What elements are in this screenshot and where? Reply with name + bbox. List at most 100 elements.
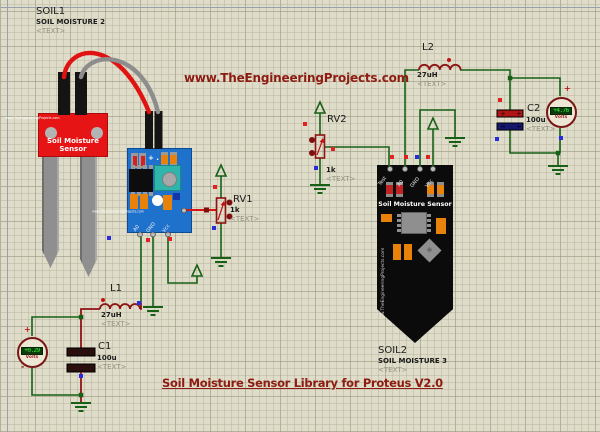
voltmeter-left-minus: -: [21, 362, 25, 371]
red-jumper-wire[interactable]: [61, 50, 152, 115]
rv1-placeholder: <TEXT>: [230, 214, 260, 223]
soil1-ref: SOIL1: [36, 6, 66, 17]
gray-jumper-wire[interactable]: [78, 57, 161, 115]
soil2-capacitor: [436, 218, 446, 234]
ic-leg: [397, 214, 401, 217]
header-pins[interactable]: [58, 72, 163, 149]
sheet-border-top: [0, 7, 600, 8]
rv2-placeholder: <TEXT>: [326, 174, 356, 183]
module-resistor: [139, 153, 146, 168]
rv2-labels: 1k <TEXT>: [326, 166, 355, 183]
l1-value: 27uH: [101, 311, 122, 319]
c2-placeholder: <TEXT>: [526, 124, 556, 133]
sensor-module-board[interactable]: + . www.TheEngineeringProjects.com A0 GN…: [92, 148, 192, 234]
l2-labels: 27uH <TEXT>: [417, 71, 446, 88]
l2-placeholder: <TEXT>: [417, 79, 447, 88]
mounting-hole-left: [45, 127, 57, 139]
voltmeter-right[interactable]: +4.76 Volts: [545, 96, 577, 128]
voltmeter-left-display: +0.29: [21, 347, 43, 355]
ic-leg: [427, 224, 431, 227]
module-capacitor: [140, 194, 148, 209]
ic-leg: [137, 165, 141, 169]
ic-leg: [397, 229, 401, 232]
soil2-board-title: Soil Moisture Sensor: [378, 201, 452, 208]
voltmeter-right-unit: Volts: [554, 115, 568, 120]
rv1-potentiometer[interactable]: [215, 197, 233, 224]
c1-placeholder: <TEXT>: [97, 362, 127, 371]
l2-inductor[interactable]: [418, 58, 462, 71]
ic-leg: [137, 192, 141, 196]
pin-marker-red: [146, 98, 502, 242]
soil2-ic-chip: [401, 212, 427, 234]
soil2-capacitor: [437, 182, 444, 197]
module-plus-mark: + .: [148, 154, 159, 162]
soil2-resistor: [396, 182, 403, 197]
sheet-border-left: [7, 0, 8, 432]
module-led: [173, 193, 180, 200]
soil1-probe-board[interactable]: www.TheEngineeringProjects.com Soil Mois…: [5, 113, 108, 157]
voltmeter-left-plus: +: [24, 325, 31, 334]
ic-leg: [143, 165, 147, 169]
module-hole: [151, 194, 163, 206]
rv2-potentiometer[interactable]: [309, 134, 326, 159]
module-capacitor: [163, 195, 172, 210]
c1-capacitor[interactable]: [66, 317, 96, 402]
l1-ref[interactable]: L1: [110, 283, 122, 294]
soil2-placeholder: <TEXT>: [378, 365, 408, 374]
rv2-ref[interactable]: RV2: [327, 114, 347, 125]
c2-ref[interactable]: C2: [527, 103, 541, 114]
wires[interactable]: [31, 69, 561, 396]
mounting-hole-right: [91, 127, 103, 139]
l1-labels: 27uH <TEXT>: [101, 311, 130, 328]
l2-ref[interactable]: L2: [422, 42, 434, 53]
ic-leg: [427, 219, 431, 222]
l2-value: 27uH: [417, 71, 438, 79]
module-url: www.TheEngineeringProjects.com: [91, 210, 144, 214]
ic-leg: [149, 165, 153, 169]
soil2-value: SOIL MOISTURE 3: [378, 357, 447, 365]
pin-circle[interactable]: [137, 165, 436, 238]
module-resistor: [131, 153, 138, 168]
l1-placeholder: <TEXT>: [101, 319, 131, 328]
soil2-capacitor: [381, 214, 392, 222]
ic-leg: [397, 219, 401, 222]
rv1-ref[interactable]: RV1: [233, 194, 253, 205]
rv1-value: 1k: [230, 206, 240, 214]
voltmeter-left-unit: Volts: [25, 355, 39, 360]
soil1-labels[interactable]: SOIL1 SOIL MOISTURE 2 <TEXT>: [36, 6, 105, 35]
c1-value: 100u: [97, 354, 117, 362]
rv1-labels: 1k <TEXT>: [230, 206, 259, 223]
ic-leg: [427, 229, 431, 232]
wire-marker: [204, 207, 209, 213]
c1-labels: 100u <TEXT>: [97, 354, 126, 371]
soil2-sensor-board[interactable]: Test A0 GND Vcc Soil Moisture Sensor www…: [377, 165, 453, 343]
c2-labels: 100u <TEXT>: [526, 116, 555, 133]
soil1-board-title: Soil Moisture Sensor: [47, 137, 99, 153]
caption-text: Soil Moisture Sensor Library for Proteus…: [162, 376, 443, 390]
c2-capacitor[interactable]: [496, 109, 524, 131]
ic-leg: [397, 224, 401, 227]
soil1-value: SOIL MOISTURE 2: [36, 18, 105, 26]
ground-symbol[interactable]: [71, 137, 568, 412]
soil2-capacitor: [404, 244, 412, 260]
module-capacitor: [130, 194, 138, 209]
rv2-value: 1k: [326, 166, 336, 174]
voltmeter-right-plus: +: [564, 84, 571, 93]
c1-ref[interactable]: C1: [98, 341, 112, 352]
power-arrow[interactable]: [190, 100, 440, 277]
voltmeter-left[interactable]: +0.29 Volts: [16, 336, 48, 368]
soil2-resistor: [386, 182, 393, 197]
soil1-placeholder: <TEXT>: [36, 26, 66, 35]
probe-prong-right[interactable]: [80, 157, 97, 277]
ic-leg: [131, 165, 135, 169]
soil2-labels[interactable]: SOIL2 SOIL MOISTURE 3 <TEXT>: [378, 345, 447, 374]
probe-prong-left[interactable]: [42, 157, 59, 268]
voltmeter-right-display: +4.76: [550, 107, 572, 115]
soil2-capacitor: [393, 244, 401, 260]
module-ic-chip: [129, 169, 153, 192]
soil2-ref: SOIL2: [378, 345, 408, 356]
ic-leg: [149, 192, 153, 196]
c2-value: 100u: [526, 116, 546, 124]
junction-dot: [78, 75, 561, 398]
